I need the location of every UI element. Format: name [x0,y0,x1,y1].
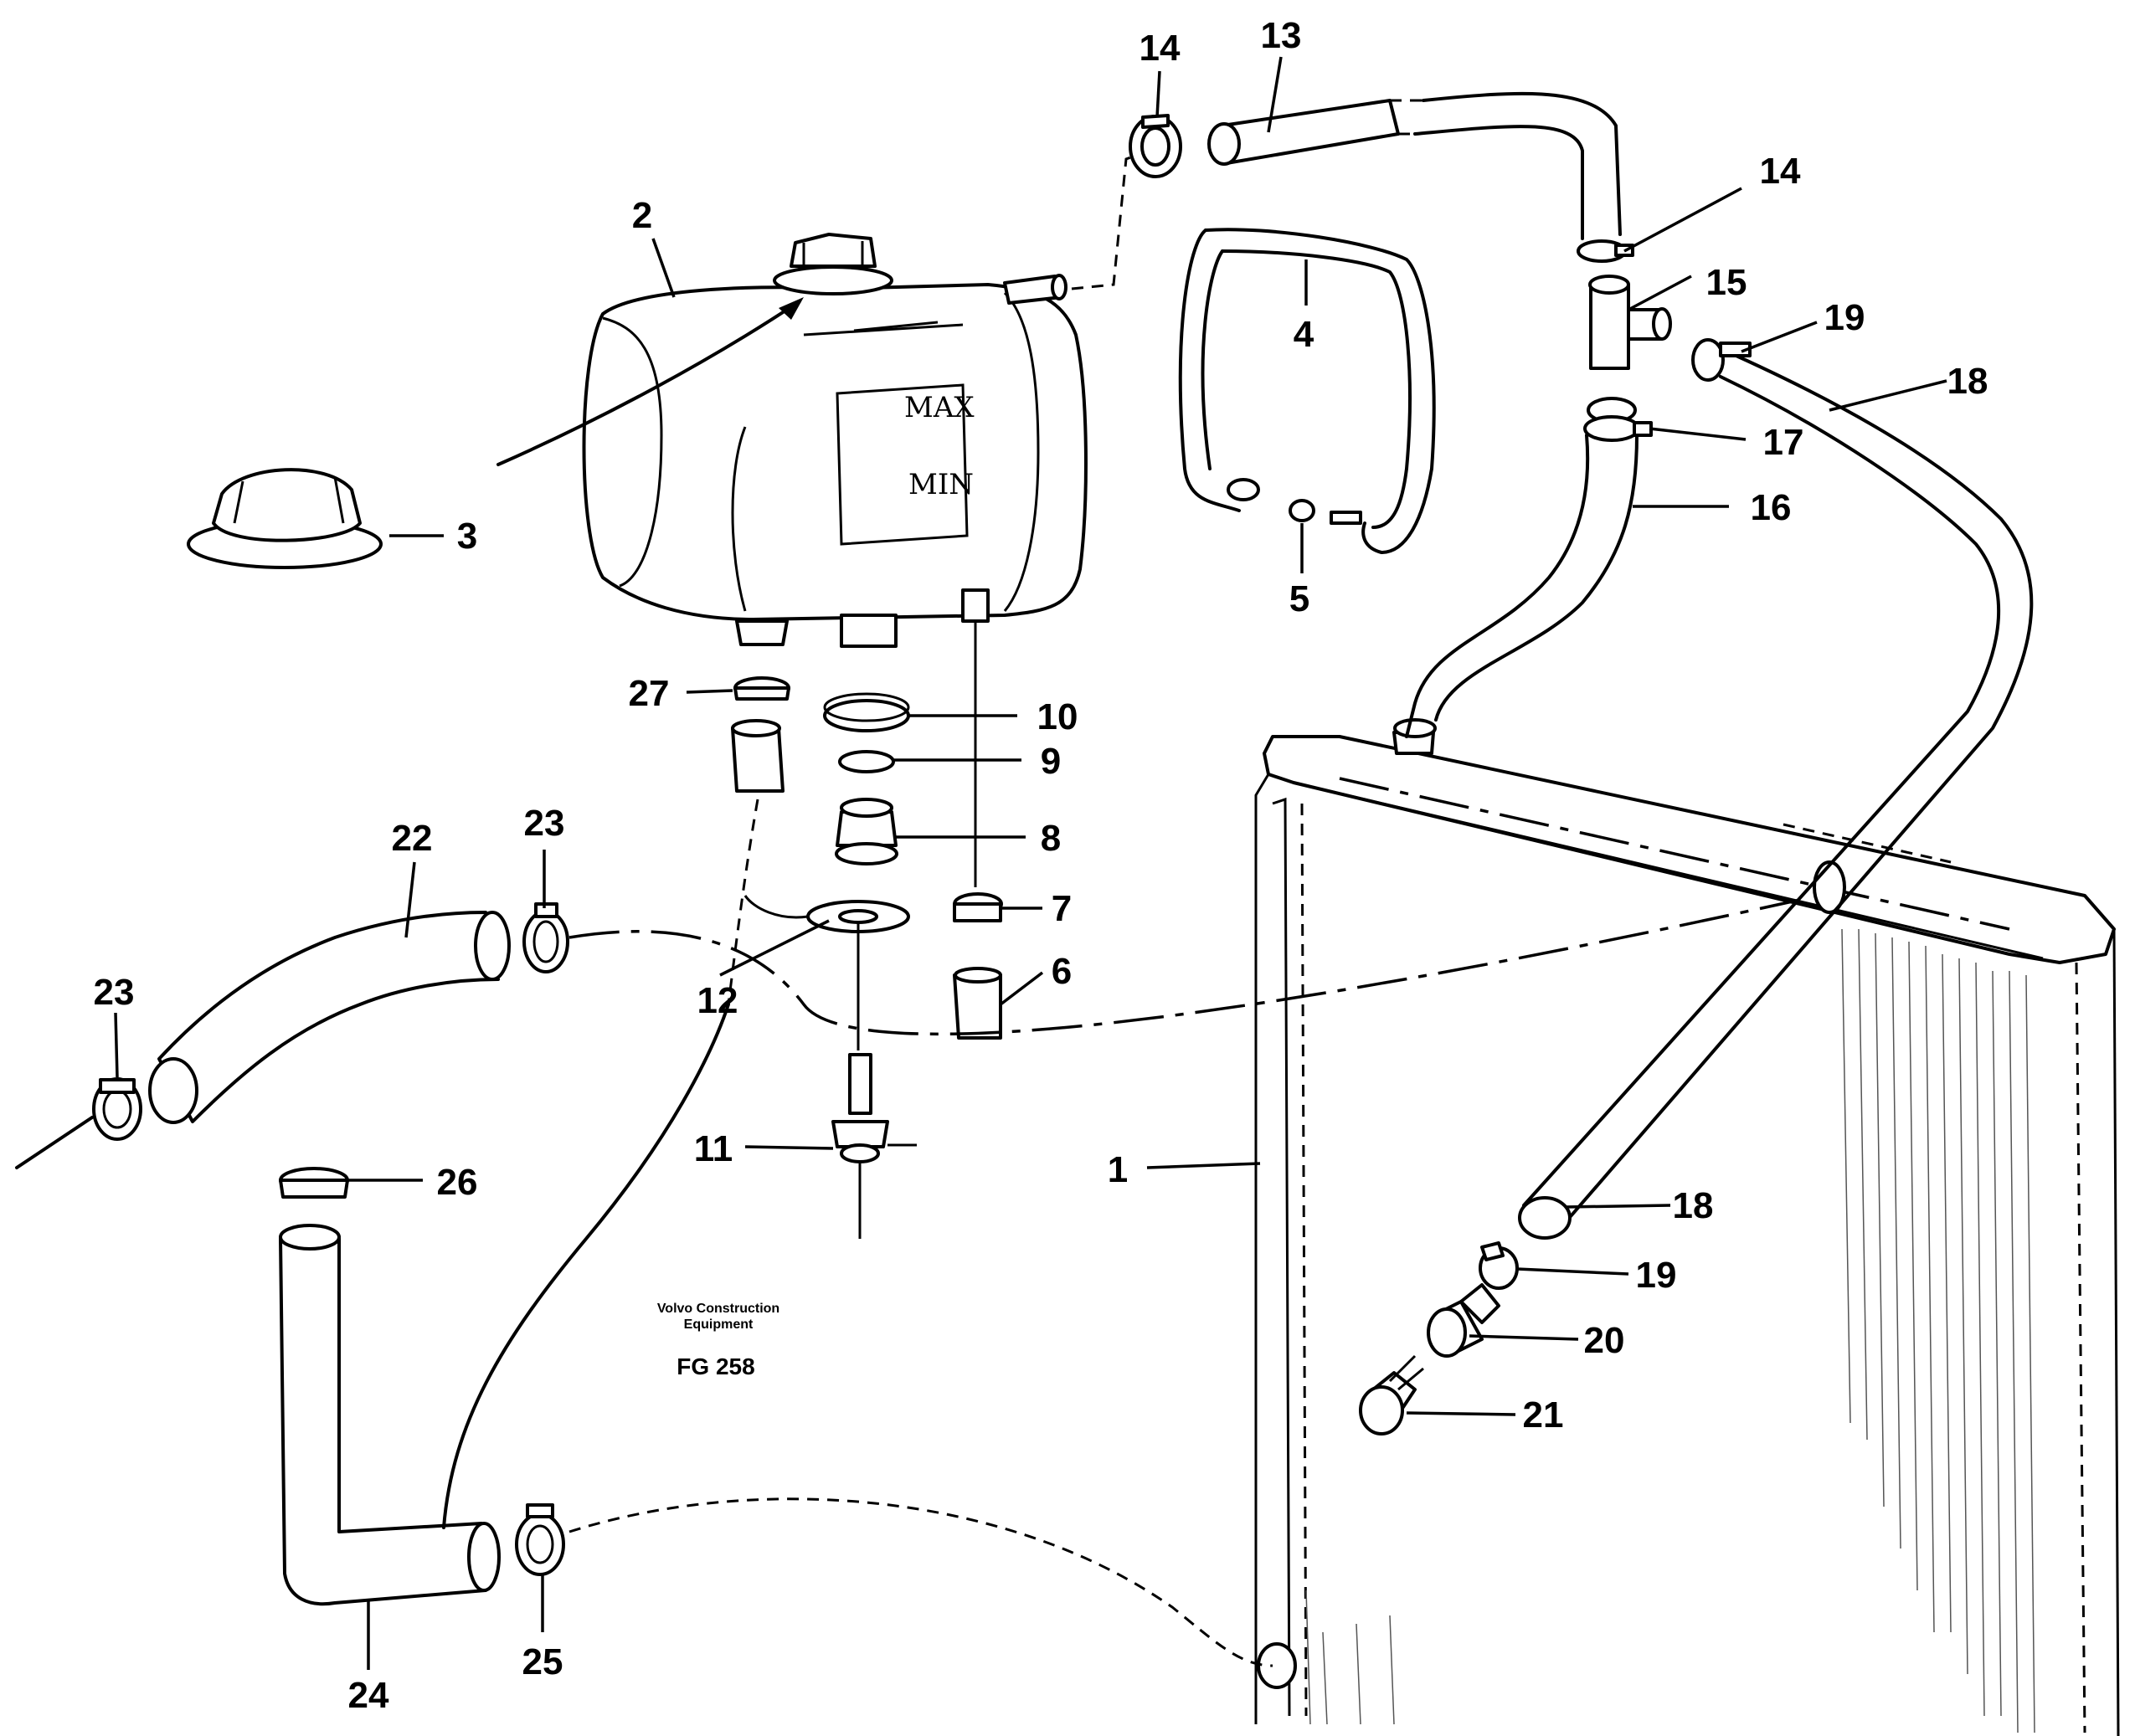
vent-hose-stub [953,621,1003,1040]
part-label-10: 10 [1037,696,1078,737]
part-label-11: 11 [694,1128,733,1169]
upper-hose [1071,91,1622,290]
part-label-6: 6 [1052,951,1072,992]
part-label-5: 5 [1289,578,1309,619]
part-label-1: 1 [1108,1149,1128,1190]
tank-max-marking: MAX [904,391,975,424]
caption-line1: Volvo Construction [657,1302,779,1316]
radiator [1254,718,2120,1736]
caption-line2: Equipment [684,1317,754,1332]
expansion-tank: MAX MIN [496,233,1088,648]
part-label-23-left: 23 [94,972,135,1013]
part-label-25: 25 [522,1641,563,1682]
part-label-20: 20 [1584,1320,1625,1361]
part-label-14-top: 14 [1140,28,1181,69]
figure-code: FG 258 [677,1353,754,1379]
part-label-18-top: 18 [1947,361,1988,402]
part-label-3: 3 [457,516,477,557]
level-sensor-stack [743,692,917,1239]
drawing-caption: Volvo Construction Equipment FG 258 [657,1302,779,1379]
part-label-24: 24 [348,1675,389,1716]
tee-fitting [1588,275,1672,370]
part-label-14-right: 14 [1760,151,1801,192]
leader-lines [114,56,1947,1670]
part-label-21: 21 [1523,1394,1564,1436]
overflow-hose-stub [727,676,790,1005]
part-label-4: 4 [1294,314,1314,355]
part-label-8: 8 [1041,818,1061,859]
part-label-15: 15 [1706,262,1747,303]
part-label-12: 12 [697,980,738,1021]
part-label-22: 22 [392,818,433,859]
connecting-hose [1405,397,1653,738]
lower-hose-24 [279,1003,1273,1667]
part-label-19-top: 19 [1824,297,1865,338]
part-label-23-right: 23 [524,803,565,844]
part-label-27: 27 [629,673,670,714]
part-number-labels: 1 2 3 4 5 6 7 8 9 10 11 12 13 14 14 15 1… [94,15,1988,1716]
radiator-core-hatching [1305,928,2035,1733]
hose-clamp-14-top [1129,114,1182,178]
part-label-16: 16 [1751,487,1792,528]
part-label-9: 9 [1041,741,1061,782]
part-label-7: 7 [1052,888,1072,929]
lower-hose-22 [15,898,1801,1169]
tank-min-marking: MIN [908,468,974,501]
part-label-2: 2 [632,195,652,236]
drain-fittings [1359,1241,1519,1436]
part-label-26: 26 [437,1162,478,1203]
filler-cap [187,468,383,569]
part-label-17: 17 [1763,422,1804,463]
part-label-19-bottom: 19 [1636,1255,1677,1296]
long-hose [1518,338,2034,1240]
part-label-13: 13 [1261,15,1302,56]
mounting-strap [1178,228,1436,554]
part-label-18-bottom: 18 [1673,1185,1714,1226]
